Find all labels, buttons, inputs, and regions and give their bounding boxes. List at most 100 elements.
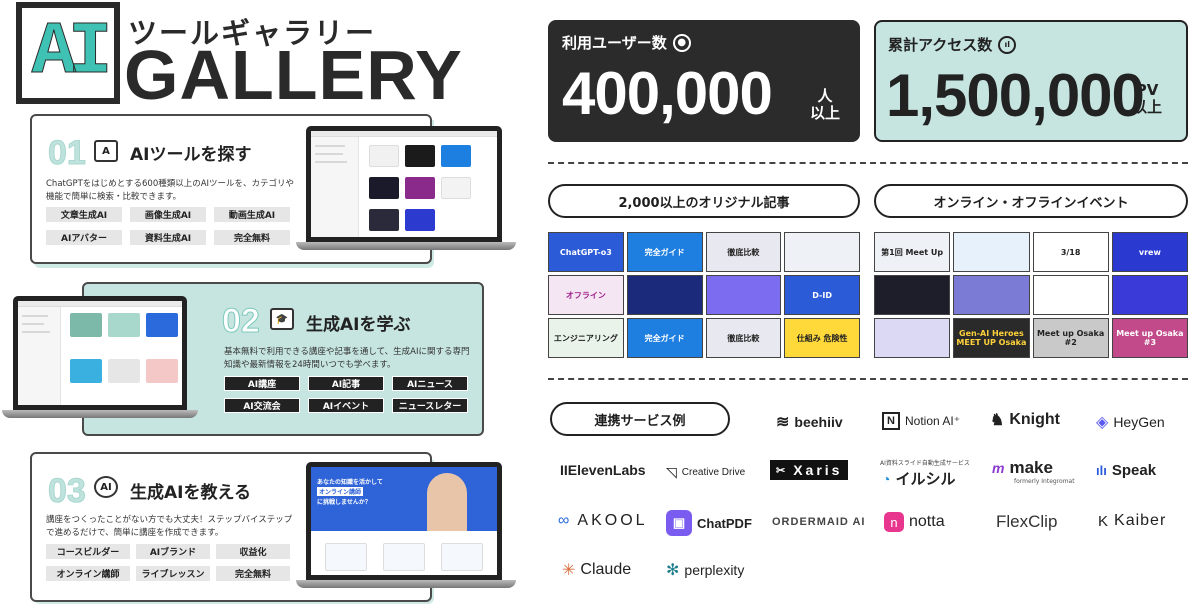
laptop-mockup-01 <box>296 126 516 250</box>
stat-access-unit-suffix: 以上 <box>1132 98 1163 116</box>
tag: AI講座 <box>224 376 300 391</box>
illusil-tagline: AI資料スライド自動生成サービス <box>880 460 970 467</box>
stat-access-value: 1,500,000 <box>886 62 1145 129</box>
creative-drive-icon: ◹ <box>666 464 677 480</box>
tag: 資料生成AI <box>130 230 206 245</box>
tag: オンライン講師 <box>46 566 130 581</box>
notion-icon: N <box>882 412 900 430</box>
divider <box>548 162 1188 164</box>
stat-users-label: 利用ユーザー数 <box>562 34 667 52</box>
tag: 文章生成AI <box>46 207 122 222</box>
event-thumbnail[interactable] <box>1111 275 1188 315</box>
partner-beehiiv: ≋beehiiv <box>776 414 843 431</box>
event-thumbnail[interactable] <box>953 275 1030 315</box>
stat-users-unit: 人 <box>817 87 833 105</box>
akool-icon: ∞ <box>558 512 573 529</box>
partner-akool: ∞AKOOL <box>558 512 648 529</box>
event-thumbnail[interactable] <box>953 232 1030 272</box>
partner-illusil: ◔イルシル <box>882 470 956 489</box>
partner-knight: ♞Knight <box>990 411 1060 429</box>
tag: AIアバター <box>46 230 122 245</box>
article-thumbnail[interactable]: D-ID <box>784 275 860 315</box>
mock-headline-1: あなたの知識を活かして <box>317 479 383 486</box>
notta-icon: n <box>884 512 904 532</box>
article-thumbnail[interactable] <box>626 275 703 315</box>
article-thumbnail[interactable]: オフライン <box>548 275 624 315</box>
feature-01-desc: ChatGPTをはじめとする600種類以上のAIツールを、カテゴリや機能で簡単に… <box>46 179 295 202</box>
article-thumbnail[interactable] <box>705 275 782 315</box>
article-thumbnail[interactable]: エンジニアリング <box>548 318 624 358</box>
event-thumbnail[interactable]: 3/18 <box>1032 232 1109 272</box>
event-thumbnail[interactable] <box>1032 275 1109 315</box>
mock-headline-2: オンライン講師 <box>317 487 364 496</box>
partner-flexclip: FlexClip <box>996 512 1058 531</box>
partner-xaris: ✂Xaris <box>770 460 849 480</box>
feature-03-title: 生成AIを教える <box>130 483 251 503</box>
events-pill: オンライン・オフラインイベント <box>874 184 1188 218</box>
articles-pill: 2,000以上のオリジナル記事 <box>548 184 860 218</box>
event-thumbnail[interactable]: Meet up Osaka #3 <box>1111 318 1188 358</box>
laptop-mockup-03: あなたの知識を活かして オンライン講師 に挑戦しませんか？ <box>296 462 516 588</box>
stat-access-unit: PV <box>1135 81 1159 99</box>
tag: ライブレッスン <box>136 566 210 581</box>
illusil-icon: ◔ <box>882 470 891 487</box>
stat-users-unit-suffix: 以上 <box>810 104 841 122</box>
beehiiv-icon: ≋ <box>776 414 790 431</box>
analytics-magnifier-icon: ıl <box>998 35 1017 54</box>
article-thumbnail[interactable]: 完全ガイド <box>626 232 703 272</box>
tag: AI記事 <box>308 376 384 391</box>
logo-wordmark: GALLERY <box>124 36 463 114</box>
tag: AIブランド <box>136 544 210 559</box>
event-thumbnail[interactable]: 第1回 Meet Up <box>874 232 951 272</box>
laptop-mockup-02 <box>2 296 198 418</box>
mock-headline-3: に挑戦しませんか？ <box>317 499 371 506</box>
article-thumbnail[interactable] <box>784 232 860 272</box>
stat-access-box: 累計アクセス数 ıl 1,500,000 PV 以上 <box>874 20 1188 142</box>
article-thumbnail[interactable]: 徹底比較 <box>705 232 782 272</box>
tag: 完全無料 <box>214 230 290 245</box>
tag: コースビルダー <box>46 544 130 559</box>
tag: AI交流会 <box>224 398 300 413</box>
article-thumbnail[interactable]: 徹底比較 <box>705 318 782 358</box>
tag: ニュースレター <box>392 398 468 413</box>
article-thumbnail[interactable]: 完全ガイド <box>626 318 703 358</box>
tag: 収益化 <box>216 544 290 559</box>
search-tool-icon: A <box>94 140 118 162</box>
partner-claude: ✳Claude <box>562 561 632 579</box>
feature-02-number: 02 <box>222 302 261 340</box>
event-thumbnail[interactable] <box>874 275 951 315</box>
make-icon: m <box>992 460 1005 476</box>
chatpdf-icon: ▣ <box>666 510 692 536</box>
event-thumbnail[interactable]: Gen-AI Heroes MEET UP Osaka <box>953 318 1030 358</box>
tag: AIニュース <box>392 376 468 391</box>
event-thumbnail[interactable] <box>874 318 951 358</box>
article-thumbnail[interactable]: ChatGPT-o3 <box>548 232 624 272</box>
divider <box>548 378 1188 380</box>
feature-02-desc: 基本無料で利用できる講座や記事を通して、生成AIに関する専門知識や最新情報を24… <box>224 347 470 370</box>
partner-chatpdf: ▣ChatPDF <box>666 510 752 536</box>
partner-creative-drive: ◹Creative Drive <box>666 464 746 480</box>
heygen-icon: ◈ <box>1096 414 1109 431</box>
graduation-cap-icon: 🎓 <box>270 308 294 330</box>
logo-frame <box>16 2 120 104</box>
kaiber-icon: K <box>1098 512 1110 530</box>
event-thumbnail[interactable]: vrew <box>1111 232 1188 272</box>
stat-access-label: 累計アクセス数 <box>888 36 993 54</box>
feature-02-title: 生成AIを学ぶ <box>306 315 411 335</box>
feature-01-title: AIツールを探す <box>130 145 252 165</box>
tag: AIイベント <box>308 398 384 413</box>
article-thumbnail[interactable]: 仕組み 危険性 <box>784 318 860 358</box>
logo-subtitle: ツールギャラリー <box>128 16 377 50</box>
knight-icon: ♞ <box>990 412 1005 429</box>
event-thumbnail[interactable]: Meet up Osaka #2 <box>1032 318 1109 358</box>
make-tagline: formerly Integromat <box>1014 478 1075 485</box>
feature-01-number: 01 <box>48 134 87 172</box>
perplexity-icon: ✻ <box>666 562 680 579</box>
partner-ordermaid-ai: ORDERMAID AI <box>772 516 866 528</box>
